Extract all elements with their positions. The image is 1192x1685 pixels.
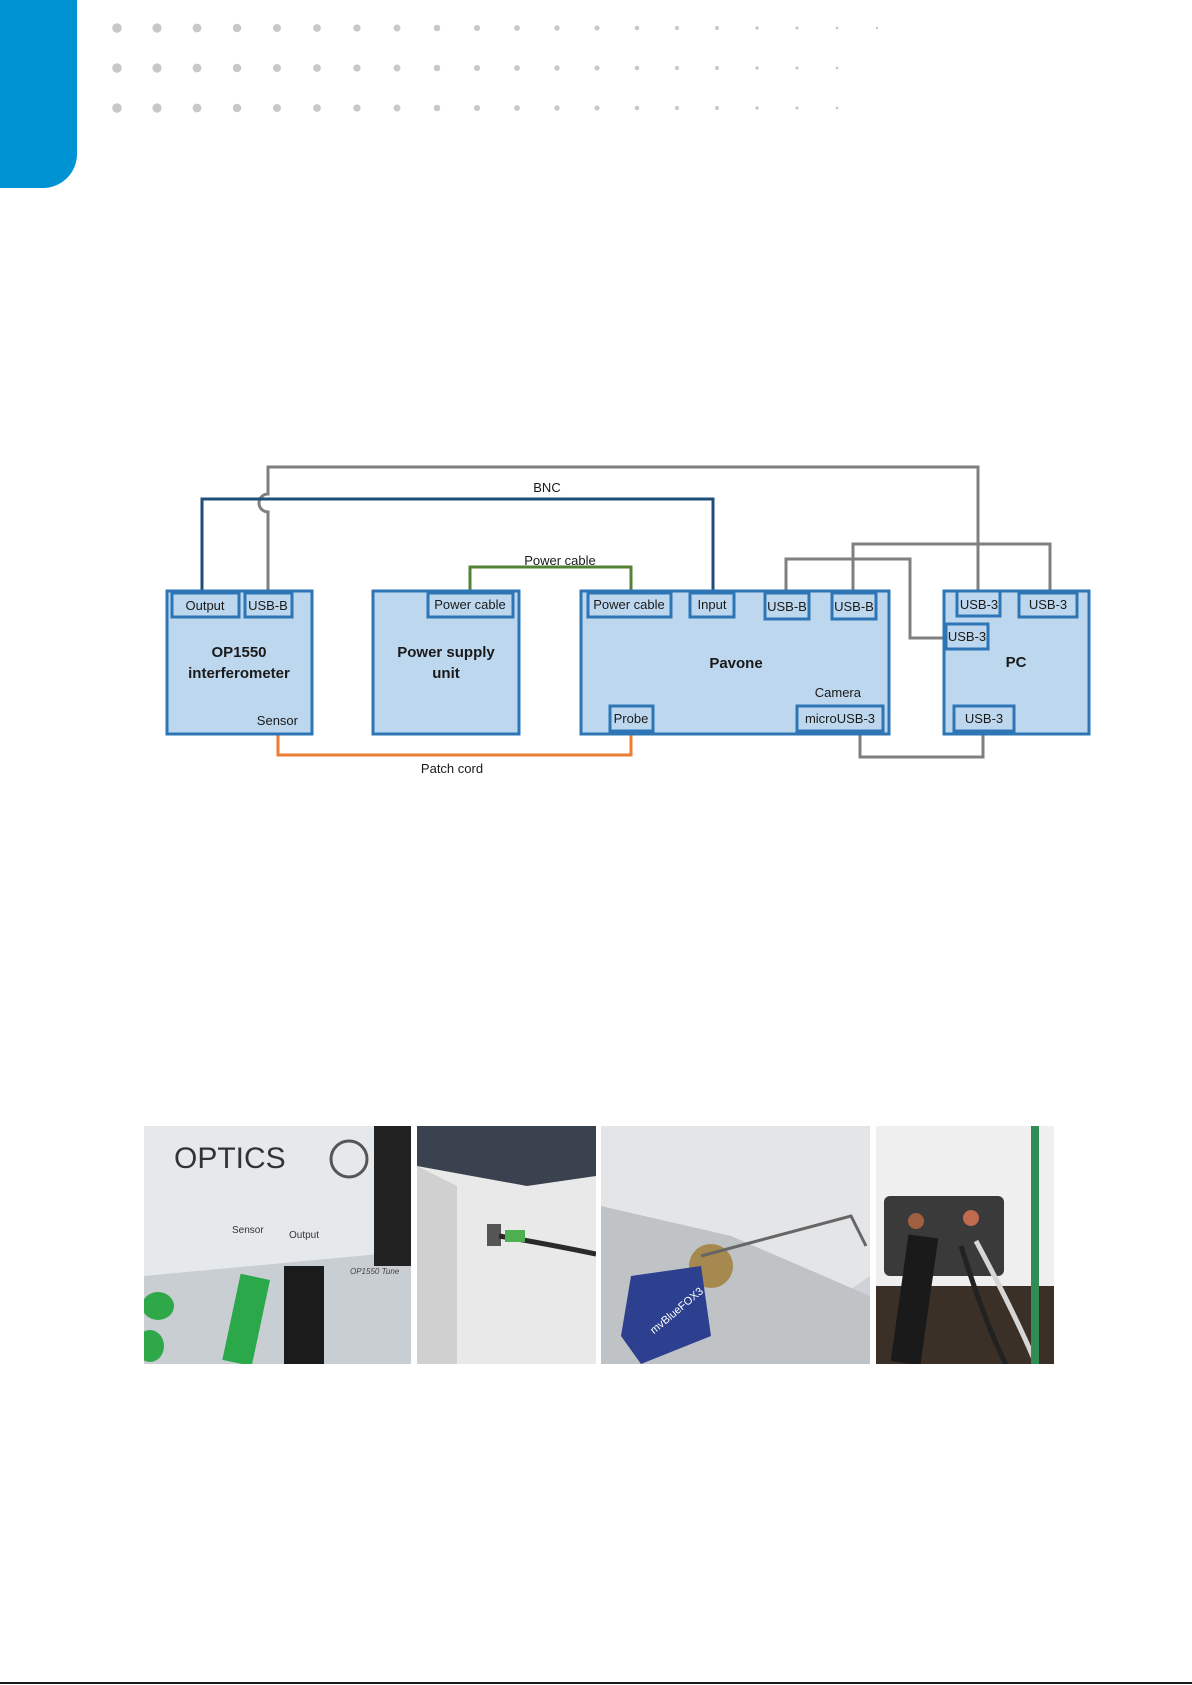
port-pavone-usb-b-2-label: USB-B — [834, 599, 874, 614]
photo-pc-back — [876, 1126, 1054, 1364]
port-pc-usb3-top2-label: USB-3 — [1029, 597, 1067, 612]
port-pc-usb3-bottom-label: USB-3 — [965, 711, 1003, 726]
page-bottom-rule — [0, 1682, 1192, 1684]
port-output-label: Output — [185, 598, 224, 613]
device-pavone: Power cable Input USB-B USB-B Pavone Cam… — [581, 591, 889, 734]
cable-label-patch: Patch cord — [421, 761, 483, 776]
port-sensor-label: Sensor — [257, 713, 299, 728]
cable-usb-camera-pc — [860, 734, 983, 757]
device-pavone-title: Pavone — [709, 655, 762, 672]
cable-bnc — [202, 499, 713, 590]
device-op1550: Output USB-B OP1550 interferometer Senso… — [167, 591, 312, 734]
photo-pavone-side — [417, 1126, 596, 1364]
cable-usb-op1550-pc — [259, 467, 978, 590]
port-pavone-input-label: Input — [698, 597, 727, 612]
device-psu-title-2: unit — [432, 665, 460, 682]
cable-patch-cord — [278, 734, 631, 755]
device-op1550-title-1: OP1550 — [211, 644, 266, 661]
port-pavone-usb-b-1-label: USB-B — [767, 599, 807, 614]
photo1-output-text: Output — [289, 1230, 319, 1241]
port-pc-usb3-top1-label: USB-3 — [960, 597, 998, 612]
port-pavone-power-label: Power cable — [593, 597, 665, 612]
device-pc-title: PC — [1006, 654, 1027, 671]
cable-label-power: Power cable — [524, 553, 596, 568]
pavone-camera-label: Camera — [815, 685, 862, 700]
photo1-sensor-text: Sensor — [232, 1225, 264, 1236]
port-psu-power-label: Power cable — [434, 597, 506, 612]
port-pavone-probe-label: Probe — [614, 711, 649, 726]
port-pc-usb3-side-label: USB-3 — [948, 629, 986, 644]
cable-usb-pavone2-pc — [853, 544, 1050, 590]
connection-diagram: BNC Power cable Patch cord Output USB-B … — [0, 0, 1192, 800]
cable-label-bnc: BNC — [533, 480, 560, 495]
device-power-supply: Power cable Power supply unit — [373, 591, 519, 734]
photo1-model-text: OP1550 Tune — [350, 1267, 400, 1276]
photo-op1550-front: OPTICS Sensor Output OP1550 Tune — [144, 1126, 411, 1364]
photo1-brand-text: OPTICS — [174, 1142, 286, 1175]
port-usb-b-label: USB-B — [248, 598, 288, 613]
cable-power — [470, 567, 631, 590]
device-psu-title-1: Power supply — [397, 644, 495, 661]
device-pc: USB-3 USB-3 USB-3 PC USB-3 — [944, 591, 1089, 734]
port-pavone-microusb3-label: microUSB-3 — [805, 711, 875, 726]
device-op1550-title-2: interferometer — [188, 665, 290, 682]
photo-pavone-camera: mvBlueFOX3 — [601, 1126, 870, 1364]
